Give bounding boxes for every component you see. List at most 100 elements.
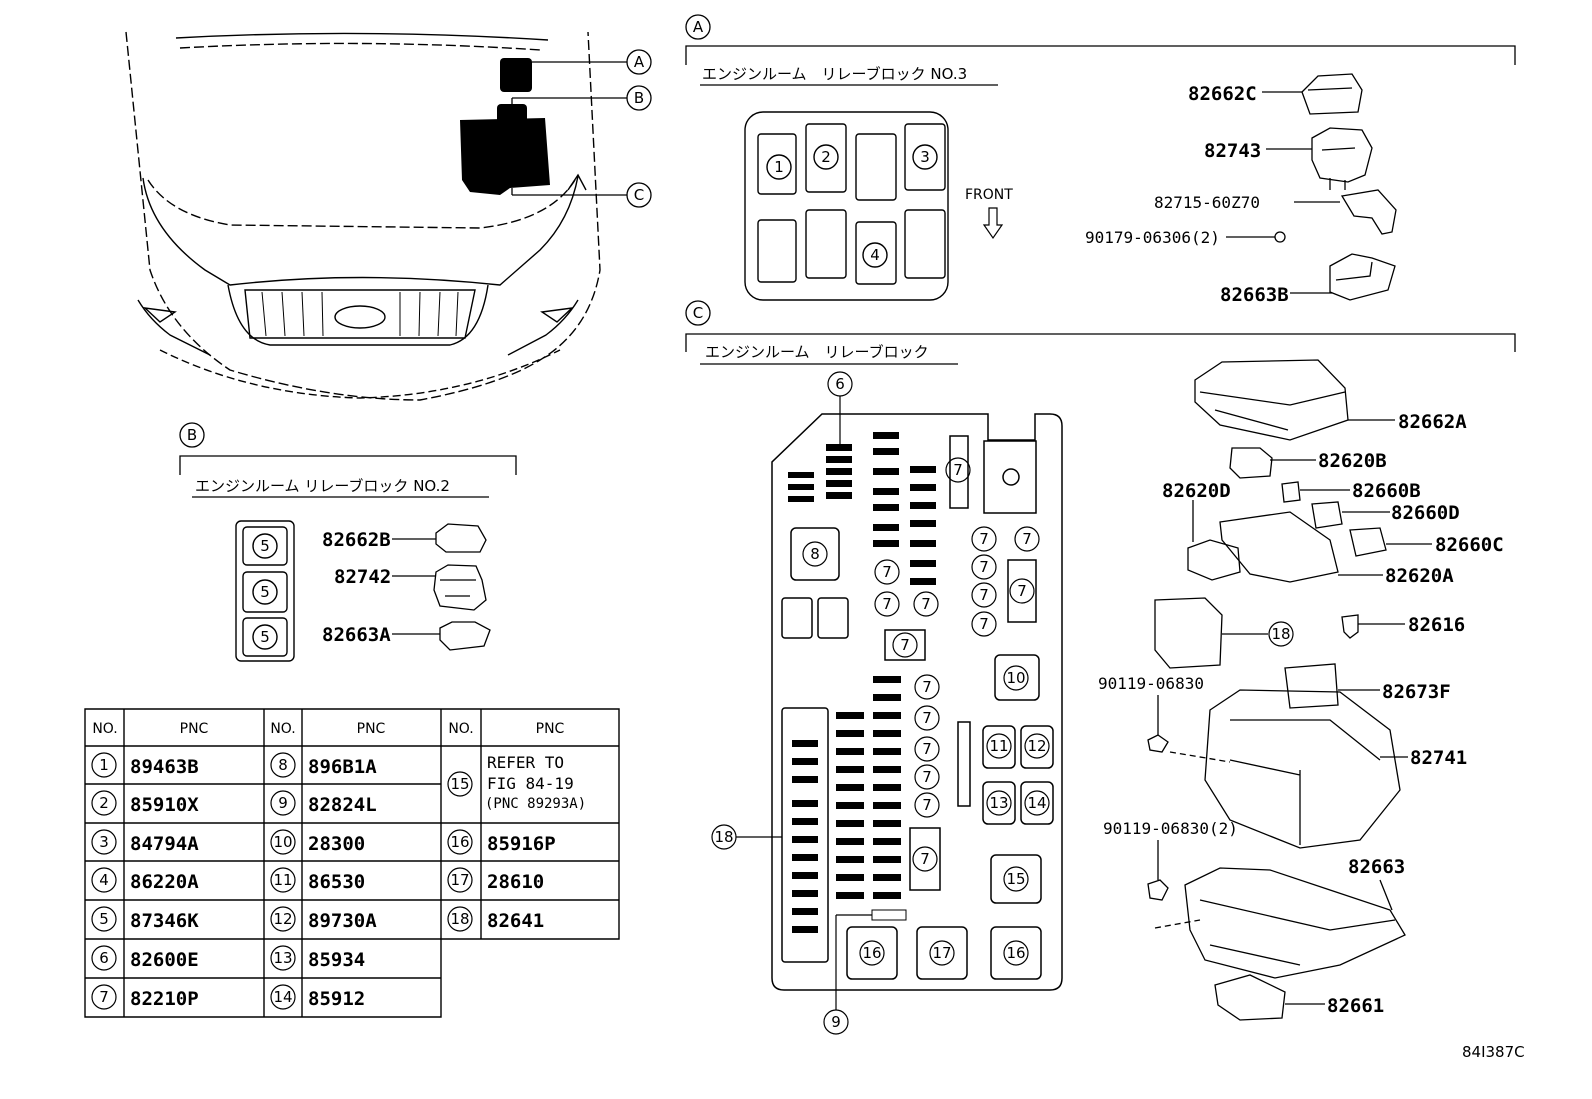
header-no-2: NO. [270,721,295,737]
callout-7: 7 [922,709,932,727]
fuse-9-slot [871,909,907,921]
row-no: 4 [99,871,109,889]
row-pnc: 85912 [308,988,365,1010]
front-arrow-icon [982,207,1004,240]
part-82741: 82741 [1410,747,1467,769]
callout-7: 7 [922,796,932,814]
fuse-7-circles [874,457,1040,872]
block-callout-labels: 8 10 11 12 13 14 15 16 17 16 6 9 18 [714,375,1046,1031]
part-82673F: 82673F [1382,681,1451,703]
callout-a-vehicle: A [634,53,645,71]
callout-9: 9 [831,1013,841,1031]
callout-7: 7 [882,563,892,581]
row-pnc: 84794A [130,833,199,855]
section-c-frame [685,300,1516,365]
row-no: 13 [273,949,292,967]
pnc-table-header: NO. PNC NO. PNC NO. PNC [92,721,564,737]
part-82742: 82742 [334,566,391,588]
row-no: 18 [450,910,469,928]
part-82663B: 82663B [1220,284,1289,306]
section-a-title: エンジンルーム リレーブロック NO.3 [702,65,967,83]
callout-15: 15 [1006,870,1025,888]
row-no: 16 [450,833,469,851]
callout-1: 1 [774,158,784,176]
callout-5b: 5 [260,583,270,601]
part-82663: 82663 [1348,856,1405,878]
row-pnc-line3: (PNC 89293A) [485,796,586,812]
callout-3: 3 [920,148,930,166]
section-c-parts [1147,359,1432,1021]
row-pnc-line2: FIG 84-19 [487,774,574,793]
callout-2: 2 [821,148,831,166]
pnc-table-number-circles [91,752,473,1010]
block-leader-lines [736,396,872,1010]
row-pnc-line1: REFER TO [487,753,564,772]
part-82663A: 82663A [322,624,391,646]
section-c-label: C [693,304,703,322]
part-82743: 82743 [1204,140,1261,162]
callout-7: 7 [922,740,932,758]
row-no: 2 [99,794,109,812]
section-b-parts [392,523,491,651]
callout-7: 7 [953,461,963,479]
relay-block-no2 [235,520,295,662]
engine-bay-relay-blocks [460,58,550,195]
row-no: 9 [278,794,288,812]
row-pnc: 87346K [130,910,199,932]
header-pnc-2: PNC [357,721,386,737]
header-pnc-1: PNC [180,721,209,737]
row-pnc: 85910X [130,794,199,816]
callout-7: 7 [920,850,930,868]
vehicle-leader-lines [511,49,652,208]
row-no: 12 [273,910,292,928]
fuse-7-labels: 7 7 7 7 7 7 7 7 7 7 7 7 7 7 7 7 7 [882,461,1032,868]
part-82620B: 82620B [1318,450,1387,472]
callout-7: 7 [979,558,989,576]
fuse-blades [788,432,936,933]
part-82662A: 82662A [1398,411,1467,433]
row-no: 8 [278,756,288,774]
row-pnc: 89463B [130,756,199,778]
callout-7: 7 [921,595,931,613]
callout-14: 14 [1027,794,1046,812]
row-pnc: 85916P [487,833,556,855]
callout-7: 7 [1022,530,1032,548]
row-no: 5 [99,910,109,928]
callout-c-vehicle: C [634,186,644,204]
header-pnc-3: PNC [536,721,565,737]
callout-11: 11 [989,737,1008,755]
row-pnc: 28300 [308,833,365,855]
part-82660C: 82660C [1435,534,1504,556]
row-pnc: 82600E [130,949,199,971]
callout-10: 10 [1006,669,1025,687]
row-pnc: 82210P [130,988,199,1010]
section-b-label: B [187,426,197,444]
row-no: 11 [273,871,292,889]
part-90119-06830-2: 90119-06830(2) [1103,819,1238,838]
row-pnc: 82824L [308,794,377,816]
callout-7: 7 [979,530,989,548]
row-no: 10 [273,833,292,851]
callout-12: 12 [1027,737,1046,755]
callout-7: 7 [900,636,910,654]
callout-8: 8 [810,545,820,563]
part-90179-06306: 90179-06306(2) [1085,228,1220,247]
row-no: 3 [99,833,109,851]
part-82616: 82616 [1408,614,1465,636]
row-pnc: 89730A [308,910,377,932]
row-pnc: 82641 [487,910,544,932]
row-pnc: 86530 [308,871,365,893]
callout-6: 6 [835,375,845,393]
pnc-table-rows: 1 89463B 2 85910X 3 84794A 4 86220A 5 87… [99,753,586,1010]
callout-4: 4 [870,246,880,264]
row-no: 6 [99,949,109,967]
callout-7: 7 [1017,582,1027,600]
callout-16: 16 [862,944,881,962]
row-pnc: 896B1A [308,756,377,778]
callout-18: 18 [714,828,733,846]
part-82660B: 82660B [1352,480,1421,502]
relay-block-no3 [744,111,949,301]
section-a-label: A [693,18,704,36]
part-90119-06830: 90119-06830 [1098,674,1204,693]
